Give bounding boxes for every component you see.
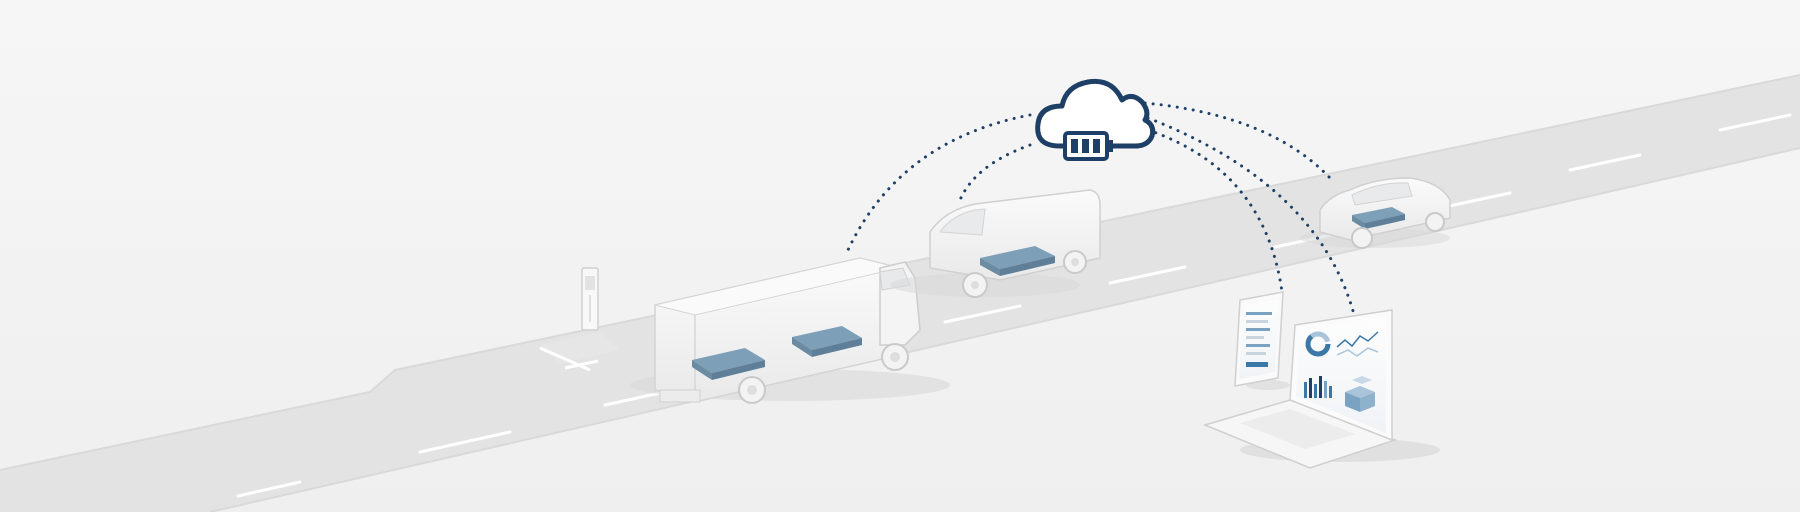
charging-post xyxy=(581,267,599,331)
truck-battery-pack-front xyxy=(792,326,862,350)
van-battery-pack xyxy=(980,246,1055,269)
cloud-battery-icon xyxy=(1035,78,1156,161)
connection-truck xyxy=(846,113,1032,252)
truck-battery-pack-rear xyxy=(692,348,765,373)
cloud-connection-lines xyxy=(846,101,1357,320)
connection-phone xyxy=(1146,128,1284,294)
lane-markings xyxy=(236,113,1792,498)
car-battery-pack xyxy=(1352,207,1405,223)
electric-car xyxy=(1300,177,1451,249)
connection-laptop xyxy=(1146,116,1357,320)
laptop-dashboard xyxy=(1202,309,1440,469)
smartphone-dashboard xyxy=(1234,291,1290,390)
electric-truck xyxy=(630,257,950,404)
electric-van xyxy=(890,189,1101,298)
